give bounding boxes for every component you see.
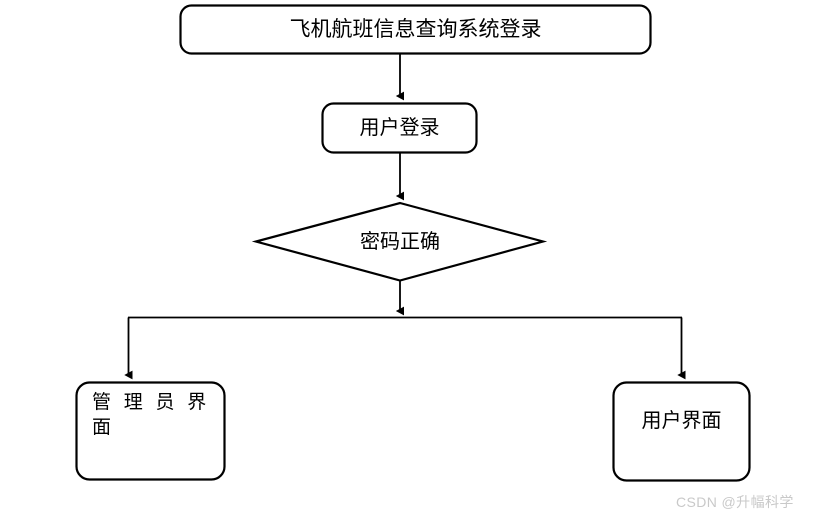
- node-admin-ui-box[interactable]: [75, 381, 226, 481]
- node-root-box[interactable]: [179, 4, 652, 55]
- node-user-ui-box[interactable]: [612, 381, 751, 482]
- node-decision-diamond[interactable]: [251, 201, 548, 282]
- csdn-watermark: CSDN @升幅科学: [676, 494, 794, 510]
- node-user-login-box[interactable]: [321, 102, 478, 154]
